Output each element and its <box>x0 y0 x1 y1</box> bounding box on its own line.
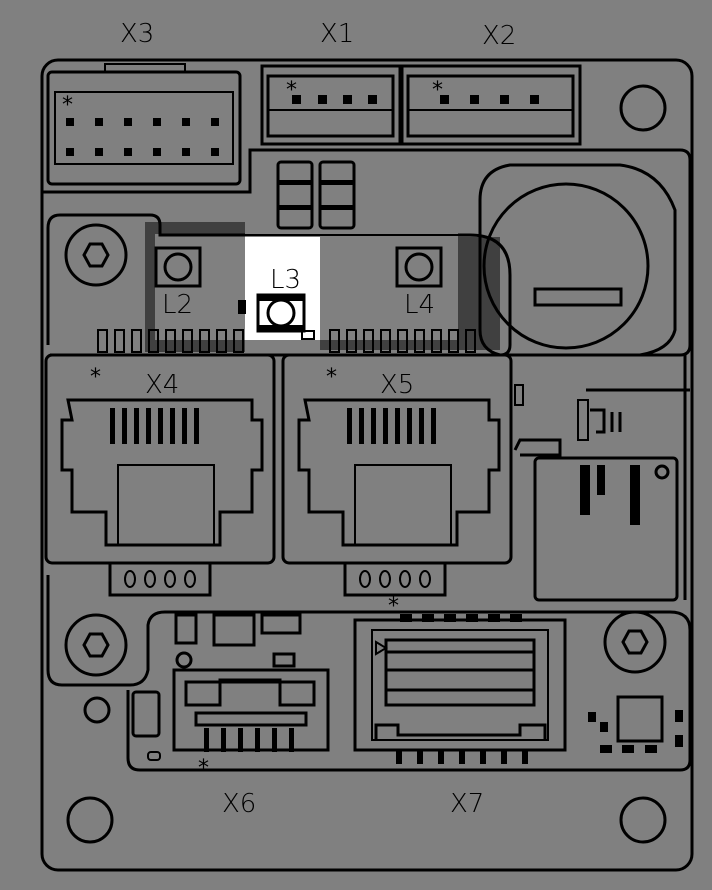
label-x4: X4 <box>145 370 179 400</box>
label-x2: X2 <box>482 21 516 51</box>
chip <box>533 456 679 602</box>
connector-x6[interactable]: * <box>172 668 330 781</box>
screw-icon <box>64 613 128 677</box>
diode <box>276 160 356 230</box>
label-l4: L4 <box>404 290 435 320</box>
passive-components <box>131 613 683 761</box>
label-x5: X5 <box>380 370 414 400</box>
led-l2[interactable] <box>154 246 202 288</box>
mounting-hole <box>66 796 114 844</box>
pin1-marker: * <box>198 756 209 781</box>
mounting-hole <box>619 84 667 132</box>
pin1-marker: * <box>388 594 399 619</box>
board-outline <box>40 58 694 872</box>
label-x7: X7 <box>450 789 484 819</box>
label-x1: X1 <box>320 19 354 49</box>
connector-x4[interactable]: * <box>44 353 276 597</box>
label-l2: L2 <box>162 290 193 320</box>
connector-x2[interactable]: * <box>400 64 582 146</box>
connector-x5[interactable]: * <box>281 353 513 597</box>
label-x6: X6 <box>222 789 256 819</box>
pin1-marker: * <box>326 365 337 390</box>
battery-holder <box>478 163 677 357</box>
mounting-hole <box>619 796 667 844</box>
mounting-hole <box>83 696 111 724</box>
led-l3[interactable] <box>238 293 315 340</box>
label-l3: L3 <box>270 265 301 295</box>
pin1-marker: * <box>62 93 73 118</box>
led-l4[interactable] <box>395 246 443 288</box>
pin1-marker: * <box>286 78 297 103</box>
screw-icon <box>603 610 667 674</box>
connector-x7[interactable]: * <box>353 594 567 764</box>
pin1-marker: * <box>90 365 101 390</box>
connector-x1[interactable]: * <box>260 64 402 146</box>
sd-card-slot <box>513 384 690 457</box>
screw-icon <box>64 223 128 287</box>
pin1-marker: * <box>432 78 443 103</box>
label-x3: X3 <box>120 19 154 49</box>
pin-row <box>97 329 476 353</box>
connector-x3[interactable]: * <box>46 63 242 186</box>
